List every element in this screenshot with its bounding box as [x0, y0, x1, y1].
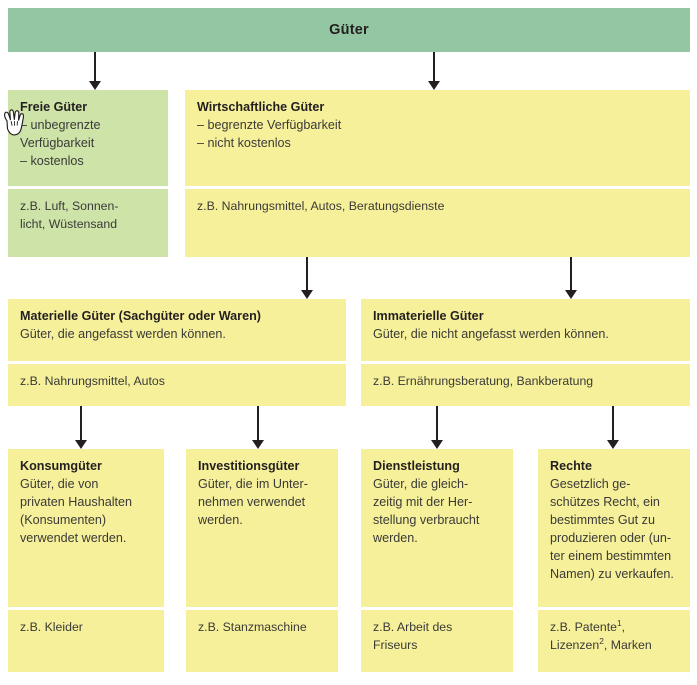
node-investitionsgueter[interactable]: Investitionsgüter Güter, die im Unter- n…: [186, 449, 338, 607]
arrow-immaterielle-to-rechte: [606, 406, 620, 449]
node-materielle-gueter-title: Materielle Güter (Sachgüter oder Waren): [20, 309, 261, 323]
node-materielle-gueter-example: z.B. Nahrungsmittel, Autos: [20, 374, 165, 388]
node-rechte-footnote-1: 1: [617, 617, 622, 628]
node-rechte-example-box[interactable]: z.B. Patente1, Lizenzen2, Marken: [538, 610, 690, 672]
node-investitionsgueter-body: Güter, die im Unter- nehmen verwendet we…: [198, 477, 308, 528]
node-freie-gueter[interactable]: Freie Güter – unbegrenzte Verfügbarkeit …: [8, 90, 168, 186]
node-materielle-gueter-example-box[interactable]: z.B. Nahrungsmittel, Autos: [8, 364, 346, 406]
node-rechte-example: z.B. Patente1, Lizenzen2, Marken: [550, 619, 678, 655]
node-konsumgueter[interactable]: Konsumgüter Güter, die von privaten Haus…: [8, 449, 164, 607]
node-dienstleistung-example-box[interactable]: z.B. Arbeit des Friseurs: [361, 610, 513, 672]
node-wirtschaftliche-gueter-title: Wirtschaftliche Güter: [197, 100, 325, 114]
node-konsumgueter-body: Güter, die von privaten Haushalten (Kons…: [20, 477, 133, 545]
node-rechte-title: Rechte: [550, 459, 592, 473]
arrow-materielle-to-investitionsgueter: [251, 406, 265, 449]
node-immaterielle-gueter-example-box[interactable]: z.B. Ernährungsberatung, Bankberatung: [361, 364, 690, 406]
node-wirtschaftliche-gueter-body: – begrenzte Verfügbarkeit – nicht kosten…: [197, 118, 342, 151]
node-freie-gueter-example-box[interactable]: z.B. Luft, Sonnen- licht, Wüstensand: [8, 189, 168, 257]
node-dienstleistung-example: z.B. Arbeit des Friseurs: [373, 620, 453, 652]
node-freie-gueter-body: – unbegrenzte Verfügbarkeit – kostenlos: [20, 118, 101, 169]
arrow-wirtschaftliche-to-materielle: [300, 257, 314, 299]
node-rechte-footnote-2: 2: [599, 635, 604, 646]
arrow-immaterielle-to-dienstleistung: [430, 406, 444, 449]
node-rechte-example-text-3: , Marken: [603, 637, 652, 652]
arrow-guter-to-freie: [88, 52, 102, 90]
node-investitionsgueter-example-box[interactable]: z.B. Stanzmaschine: [186, 610, 338, 672]
arrow-materielle-to-konsumgueter: [74, 406, 88, 449]
node-freie-gueter-title: Freie Güter: [20, 100, 88, 114]
node-immaterielle-gueter-example: z.B. Ernährungsberatung, Bankberatung: [373, 374, 594, 388]
node-konsumgueter-title: Konsumgüter: [20, 459, 102, 473]
node-gueter-header[interactable]: Güter: [8, 8, 690, 52]
node-gueter-title: Güter: [329, 22, 369, 38]
node-investitionsgueter-example: z.B. Stanzmaschine: [198, 620, 307, 634]
node-konsumgueter-example: z.B. Kleider: [20, 620, 83, 634]
node-wirtschaftliche-gueter-example-box[interactable]: z.B. Nahrungsmittel, Autos, Beratungsdie…: [185, 189, 690, 257]
node-immaterielle-gueter[interactable]: Immaterielle Güter Güter, die nicht ange…: [361, 299, 690, 361]
node-dienstleistung-title: Dienstleistung: [373, 459, 460, 473]
arrow-guter-to-wirtschaftliche: [427, 52, 441, 90]
node-rechte[interactable]: Rechte Gesetzlich ge- schützes Recht, ei…: [538, 449, 690, 607]
node-immaterielle-gueter-body: Güter, die nicht angefasst werden können…: [373, 327, 609, 342]
arrow-wirtschaftliche-to-immaterielle: [564, 257, 578, 299]
node-wirtschaftliche-gueter-example: z.B. Nahrungsmittel, Autos, Beratungsdie…: [197, 199, 445, 213]
node-rechte-body: Gesetzlich ge- schützes Recht, ein besti…: [550, 477, 674, 581]
node-wirtschaftliche-gueter[interactable]: Wirtschaftliche Güter – begrenzte Verfüg…: [185, 90, 690, 186]
node-freie-gueter-example: z.B. Luft, Sonnen- licht, Wüstensand: [20, 199, 119, 231]
node-konsumgueter-example-box[interactable]: z.B. Kleider: [8, 610, 164, 672]
node-immaterielle-gueter-title: Immaterielle Güter: [373, 309, 484, 323]
node-materielle-gueter-body: Güter, die angefasst werden können.: [20, 327, 226, 342]
node-dienstleistung-body: Güter, die gleich- zeitig mit der Her- s…: [373, 477, 480, 545]
node-investitionsgueter-title: Investitionsgüter: [198, 459, 300, 473]
node-materielle-gueter[interactable]: Materielle Güter (Sachgüter oder Waren) …: [8, 299, 346, 361]
node-dienstleistung[interactable]: Dienstleistung Güter, die gleich- zeitig…: [361, 449, 513, 607]
node-rechte-example-text-2: , Lizenzen: [550, 620, 626, 652]
node-rechte-example-text-1: z.B. Patente: [550, 620, 617, 634]
